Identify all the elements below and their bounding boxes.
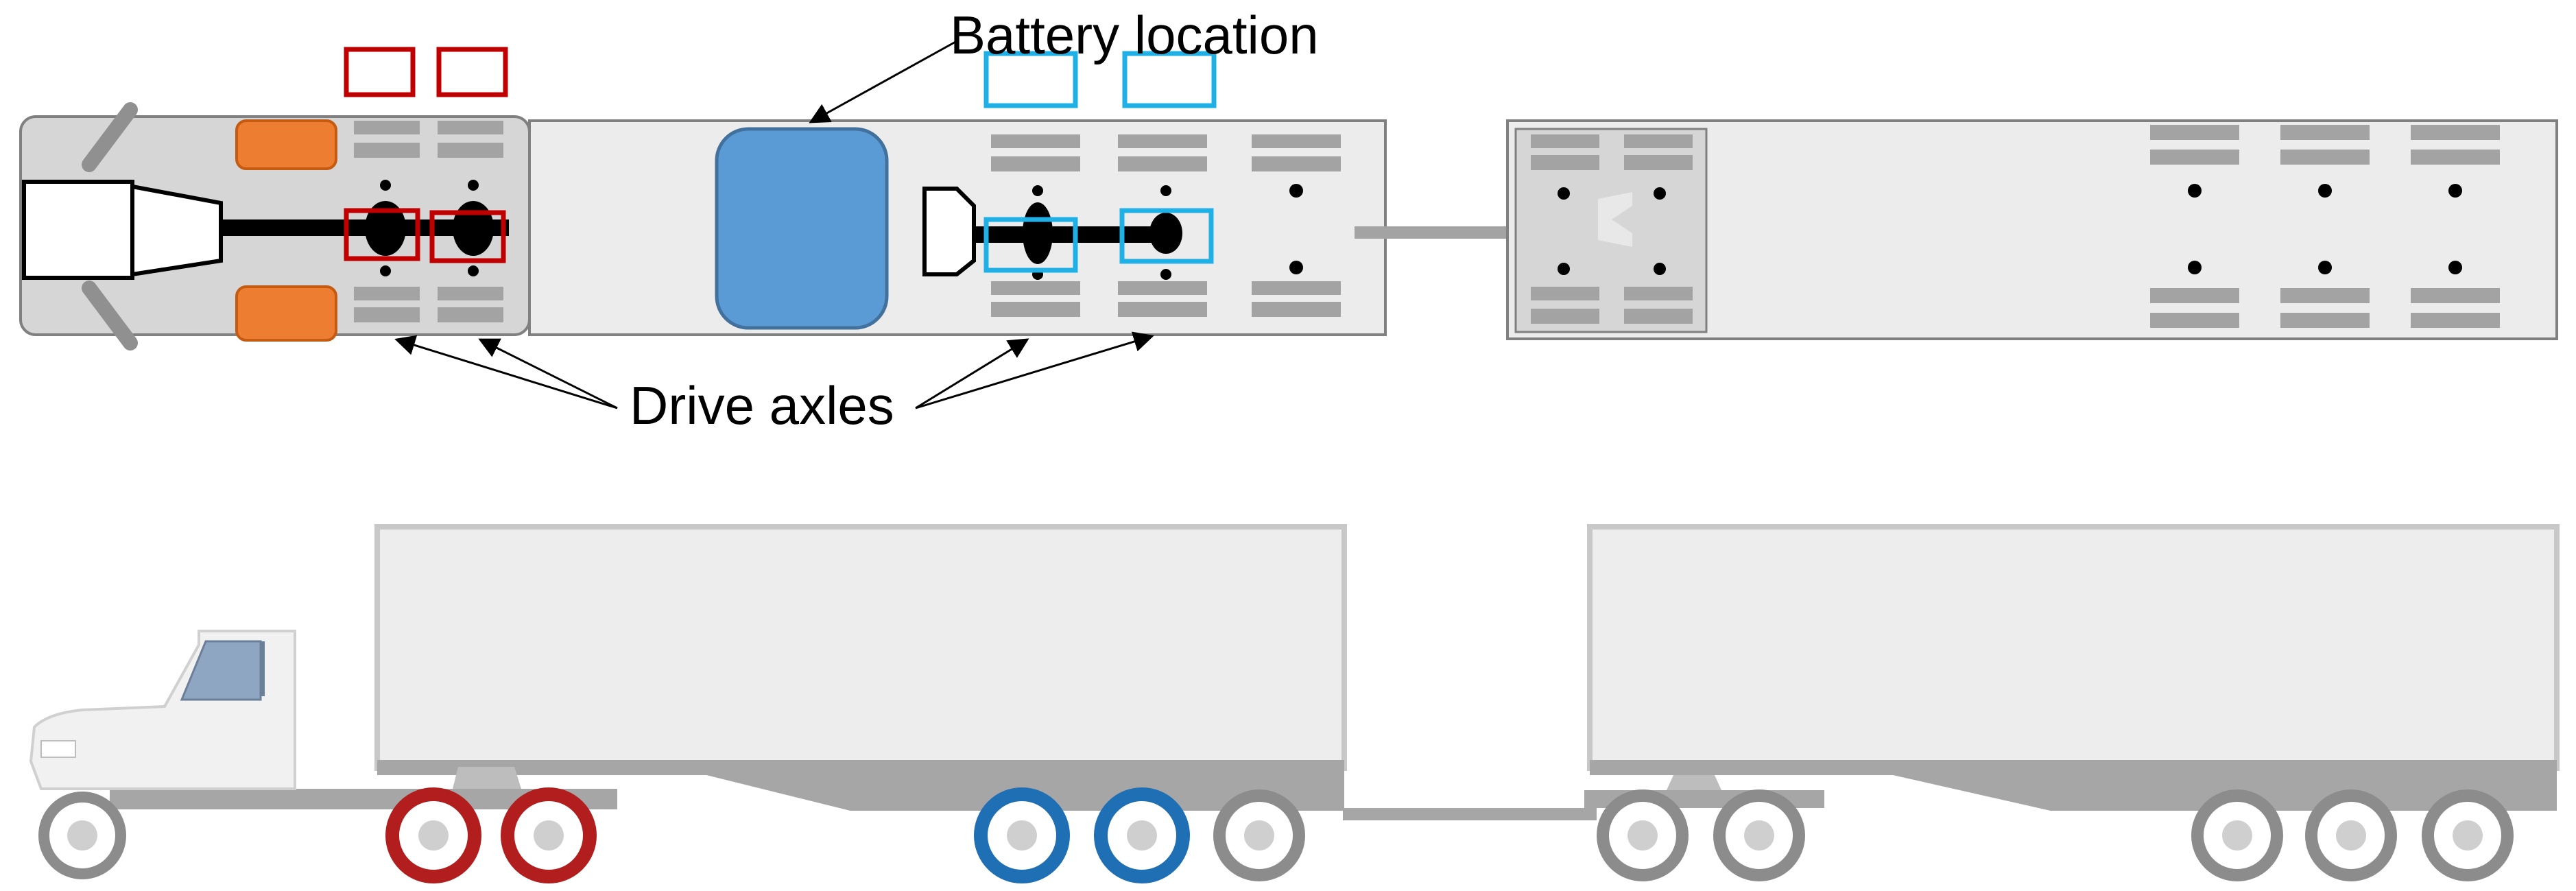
trailer-1-drive-wheel-1: [974, 787, 1070, 883]
battery-location-label: Battery location: [950, 5, 1319, 65]
dolly-wheel-2: [1713, 789, 1805, 881]
blue-motor-box-1: [983, 51, 1078, 108]
tractor-diff-1: [365, 201, 406, 256]
tractor-wheel-stripes: [354, 121, 503, 322]
trailer-2-wheel-3: [2422, 789, 2514, 881]
dolly-wheel-1: [1597, 789, 1689, 881]
blue-motor-box-2: [1122, 51, 1217, 108]
red-motor-boxes: [344, 47, 508, 263]
mirror-top-icon: [82, 102, 138, 172]
dolly-motor: [922, 187, 976, 276]
steer-wheel: [38, 792, 126, 879]
drawbar-side: [1343, 808, 1597, 820]
engine-block: [22, 180, 134, 280]
transmission: [130, 184, 223, 277]
red-motor-box-4: [429, 210, 506, 263]
trailer-2-wheel-2: [2305, 789, 2397, 881]
drive-axle-arrow-4: [915, 331, 1154, 409]
orange-tank-bottom: [235, 285, 337, 342]
drive-axle-arrow-1: [394, 335, 618, 409]
red-motor-box-3: [344, 208, 420, 261]
trailer-2-box: [1587, 524, 2560, 771]
drawbar-top: [1355, 226, 1516, 239]
tractor-drive-wheel-1: [385, 787, 481, 883]
tractor-diff-2: [453, 201, 494, 256]
side-view: [29, 524, 2560, 883]
red-motor-box-1: [344, 47, 416, 97]
drive-axle-arrow-2: [478, 338, 618, 409]
trailer-1-drive-wheel-2: [1094, 787, 1190, 883]
blue-motor-box-4: [1119, 208, 1214, 264]
top-view: Battery location Drive axles: [19, 5, 2558, 436]
trailer-1-box: [374, 524, 1347, 771]
blue-motor-boxes: [983, 51, 1217, 273]
battery-pack: [715, 127, 889, 330]
battery-arrow: [809, 40, 957, 123]
dolly-driveshaft: [974, 226, 1166, 243]
trailer-2-wheel-stripes: [1531, 125, 2500, 328]
trailer-1-wheel-stripes: [991, 134, 1341, 317]
cab-window: [180, 640, 262, 701]
red-motor-box-2: [436, 47, 508, 97]
blue-motor-box-3: [983, 217, 1078, 273]
trailer-2-wheel-1: [2191, 789, 2283, 881]
orange-tank-top: [235, 119, 337, 170]
drive-axle-arrow-3: [915, 338, 1029, 409]
mirror-bottom-icon: [82, 281, 138, 351]
trailer-1-wheel-3: [1213, 789, 1305, 881]
tractor-drive-wheel-2: [501, 787, 597, 883]
wheels: [38, 787, 2514, 883]
drive-axles-label: Drive axles: [630, 375, 894, 436]
